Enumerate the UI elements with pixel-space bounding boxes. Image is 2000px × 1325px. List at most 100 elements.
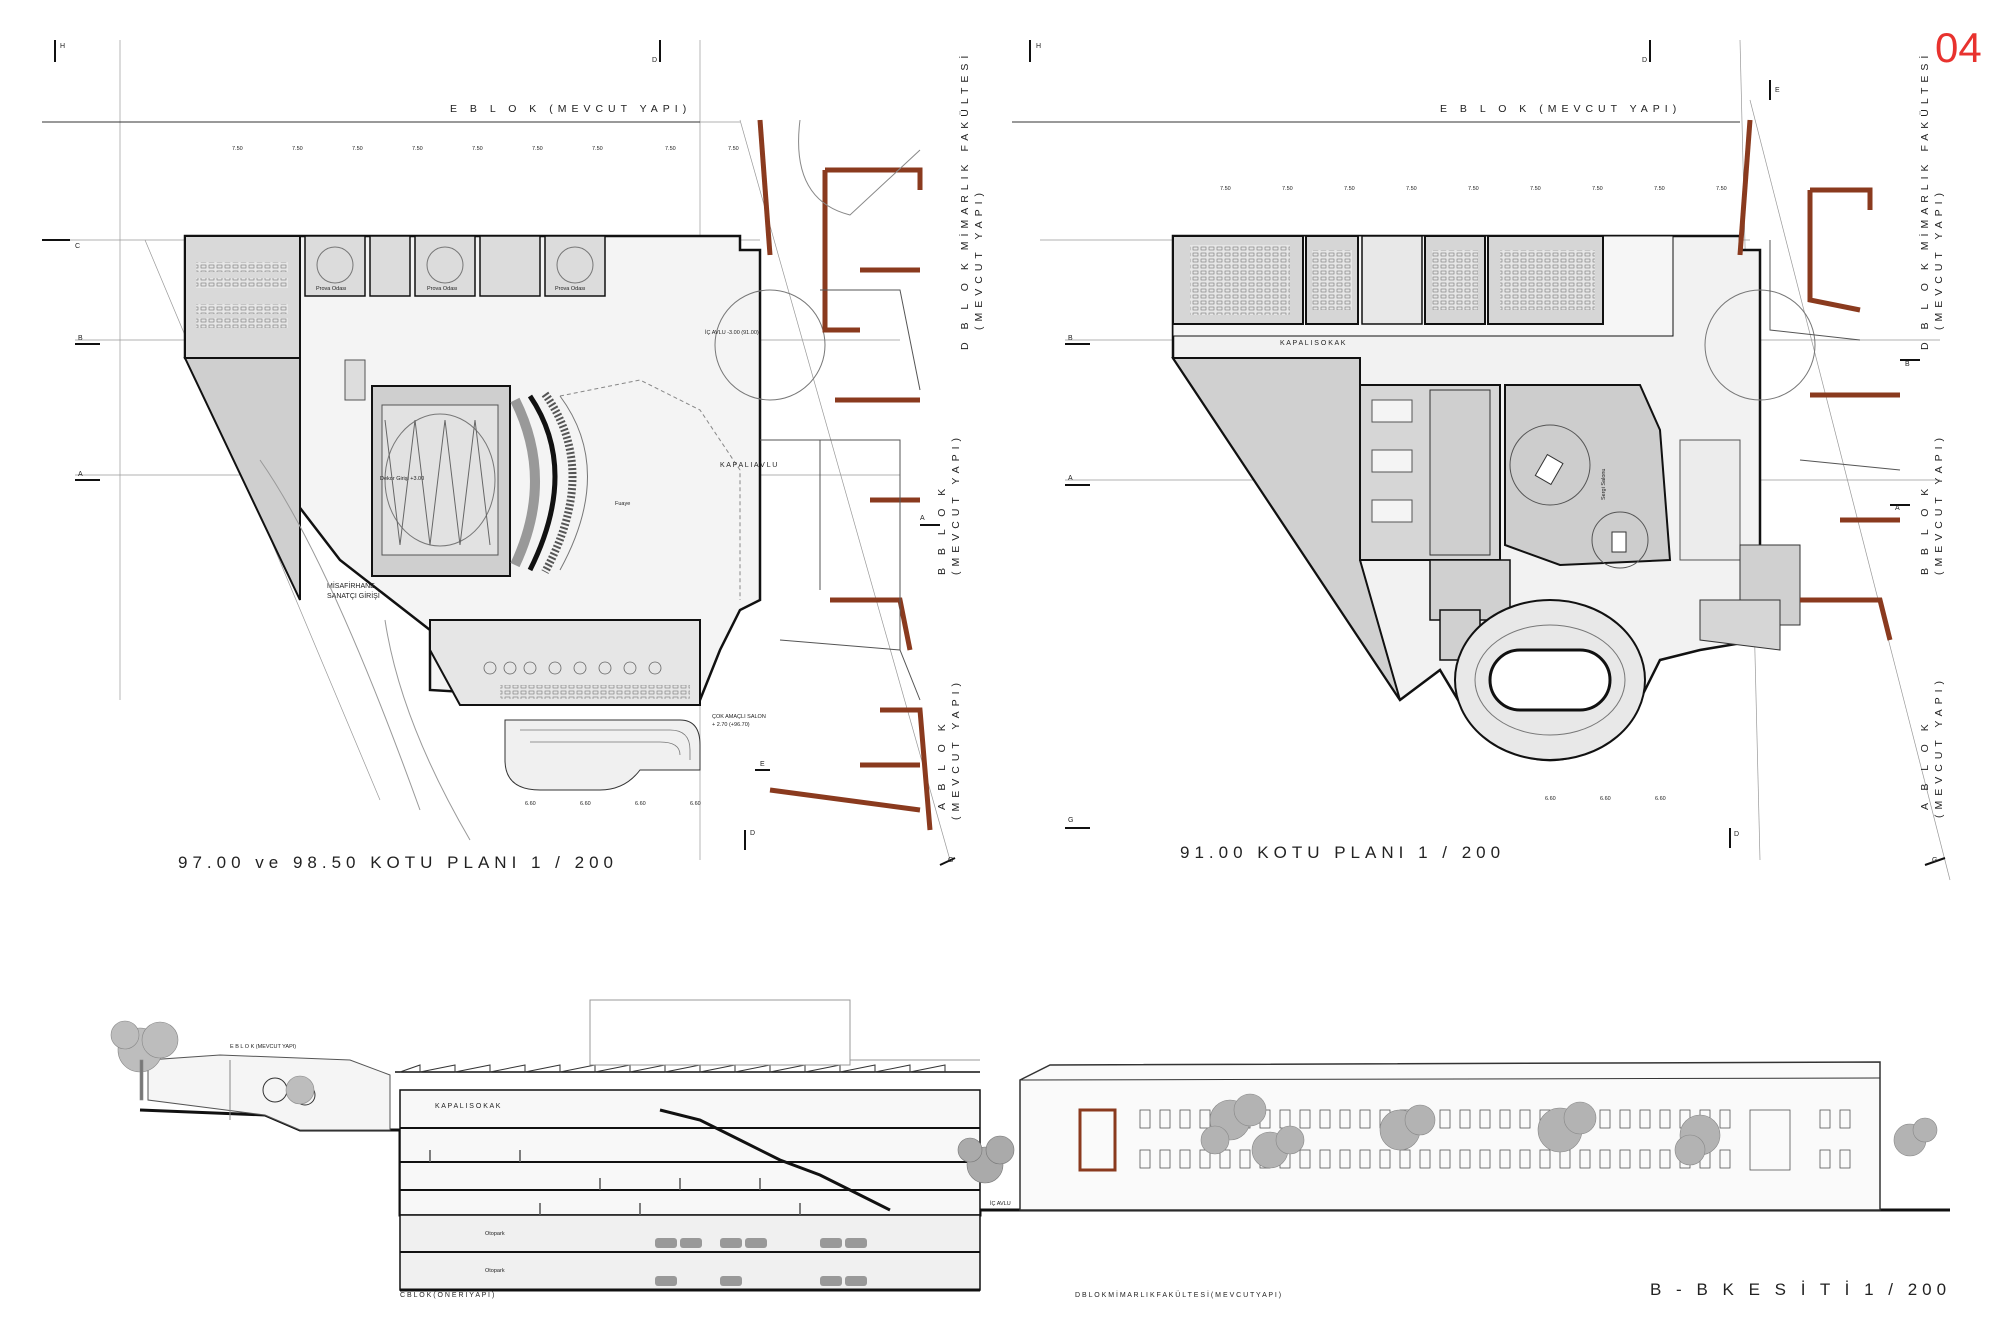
ic-avlu-label: İÇ AVLU -3.00 (91.00) <box>705 329 759 336</box>
svg-text:7.50: 7.50 <box>232 146 243 152</box>
svg-text:6.60: 6.60 <box>690 801 701 807</box>
c-block-section <box>399 1089 981 1216</box>
svg-text:Prova Odası: Prova Odası <box>555 286 586 292</box>
d-block-facade <box>1019 1061 1881 1211</box>
svg-text:D: D <box>1734 831 1739 838</box>
section-title: B - B K E S İ T İ 1 / 200 <box>1650 1280 1951 1299</box>
e-block-label-right: E B L O K (MEVCUT YAPI) <box>1440 103 1681 115</box>
svg-text:6.60: 6.60 <box>1600 796 1611 802</box>
svg-text:A: A <box>78 471 83 478</box>
grid-markers-right: H D B A G B A D E G <box>1029 40 1946 866</box>
section-e-block-label: E B L O K (MEVCUT YAPI) <box>230 1044 296 1050</box>
a-block-label-left-1: A B L O K <box>936 719 948 810</box>
fuaye-label: Fuaye <box>615 501 630 507</box>
svg-text:7.50: 7.50 <box>728 146 739 152</box>
e-block-label-left: E B L O K (MEVCUT YAPI) <box>450 103 691 115</box>
svg-text:B: B <box>1068 335 1073 342</box>
trees-left-section <box>110 1020 315 1105</box>
svg-text:E: E <box>760 761 765 768</box>
cok-amacli-kot: + 2.70 (+96.70) <box>712 722 750 728</box>
figures-section <box>429 1150 801 1215</box>
cafe-block-left <box>429 619 701 706</box>
svg-text:6.60: 6.60 <box>580 801 591 807</box>
d-block-label-right-1: D B L O K MİMARLIK FAKÜLTESİ <box>1918 51 1931 350</box>
sergi-salonu-label: Sergi Salonu <box>1601 469 1607 501</box>
svg-text:G: G <box>1068 817 1073 824</box>
svg-text:A: A <box>920 515 925 522</box>
svg-text:7.50: 7.50 <box>592 146 603 152</box>
grid-markers-left: H D C B A A D G E <box>42 40 956 866</box>
section-bb: E B L O K (MEVCUT YAPI) Otopark Otopark … <box>110 999 1951 1299</box>
prova-rooms-left: Prova Odası Prova Odası Prova Odası <box>304 235 606 297</box>
kapali-avlu-label: K A P A L I A V L U <box>720 462 777 469</box>
d-block-caption: D B L O K M İ M A R L I K F A K Ü L T E … <box>1075 1290 1281 1299</box>
auditorium-curve <box>527 394 558 572</box>
triangle-block-left <box>183 357 301 601</box>
b-block-label-right-1: B B L O K <box>1919 484 1931 575</box>
otopark-label-2: Otopark <box>485 1268 505 1274</box>
svg-text:7.50: 7.50 <box>352 146 363 152</box>
plan-right: H D B A G B A D E G E B L O K (MEVCUT YA… <box>1012 39 1951 881</box>
svg-text:C: C <box>75 243 80 250</box>
svg-text:7.50: 7.50 <box>1530 186 1541 192</box>
trees-facade <box>1200 1093 1938 1169</box>
svg-text:A: A <box>1895 505 1900 512</box>
d-block-label-right-2: (MEVCUT YAPI) <box>1933 188 1945 330</box>
svg-text:Prova Odası: Prova Odası <box>427 286 458 292</box>
svg-text:G: G <box>1932 857 1937 864</box>
dimension-row-right: 7.50 7.50 7.50 7.50 7.50 7.50 7.50 7.50 … <box>1220 186 1727 802</box>
classrooms-right <box>1172 235 1604 325</box>
a-block-label-right-2: (MEVCUT YAPI) <box>1933 676 1945 818</box>
plan-right-title: 91.00 KOTU PLANI 1 / 200 <box>1180 843 1505 862</box>
svg-text:7.50: 7.50 <box>1344 186 1355 192</box>
svg-text:7.50: 7.50 <box>472 146 483 152</box>
a-block-label-left-2: (MEVCUT YAPI) <box>950 678 962 820</box>
svg-text:7.50: 7.50 <box>1716 186 1727 192</box>
b-block-label-right-2: (MEVCUT YAPI) <box>1933 433 1945 575</box>
large-studio-left <box>184 235 301 359</box>
svg-text:7.50: 7.50 <box>665 146 676 152</box>
svg-text:7.50: 7.50 <box>292 146 303 152</box>
d-block-label-left-2: (MEVCUT YAPI) <box>973 188 985 330</box>
svg-text:7.50: 7.50 <box>1406 186 1417 192</box>
svg-text:7.50: 7.50 <box>1592 186 1603 192</box>
existing-brick-walls-right <box>1737 119 1900 641</box>
dimension-row-left: 7.50 7.50 7.50 7.50 7.50 7.50 7.50 7.50 … <box>232 146 739 807</box>
svg-text:H: H <box>1036 43 1041 50</box>
svg-text:E: E <box>1775 87 1780 94</box>
plan-left-title: 97.00 ve 98.50 KOTU PLANI 1 / 200 <box>178 853 618 872</box>
svg-text:D: D <box>1642 57 1647 64</box>
plan-left: H D C B A A D G E E B L O K (MEVCUT YAPI… <box>42 40 985 872</box>
svg-text:6.60: 6.60 <box>1655 796 1666 802</box>
svg-text:6.60: 6.60 <box>525 801 536 807</box>
svg-text:6.60: 6.60 <box>1545 796 1556 802</box>
section-kapali-sokak: K A P A L I S O K A K <box>435 1103 501 1110</box>
svg-text:7.50: 7.50 <box>1220 186 1231 192</box>
c-block-caption: C B L O K ( Ö N E R İ Y A P I ) <box>400 1290 494 1299</box>
b-block-label-left-1: B B L O K <box>936 484 948 575</box>
sanatci-girisi-label: SANATÇI GİRİŞİ <box>327 591 380 600</box>
svg-text:D: D <box>652 57 657 64</box>
otopark-label-1: Otopark <box>485 1231 505 1237</box>
svg-text:7.50: 7.50 <box>1468 186 1479 192</box>
svg-text:G: G <box>948 857 953 864</box>
sergi-hall <box>1504 384 1672 567</box>
kapali-sokak-label-right: K A P A L I S O K A K <box>1280 340 1346 347</box>
svg-text:D: D <box>750 830 755 837</box>
svg-text:7.50: 7.50 <box>1282 186 1293 192</box>
section-ic-avlu: İÇ AVLU <box>990 1200 1011 1207</box>
cok-amacli-label: ÇOK AMAÇLI SALON <box>712 714 766 720</box>
svg-text:7.50: 7.50 <box>532 146 543 152</box>
svg-text:H: H <box>60 43 65 50</box>
courtyard-tree-section <box>957 1135 1015 1184</box>
svg-text:6.60: 6.60 <box>635 801 646 807</box>
svg-text:B: B <box>78 335 83 342</box>
d-block-label-left-1: D B L O K MİMARLIK FAKÜLTESİ <box>958 51 971 350</box>
misafirhane-label: MİSAFİRHANE <box>327 581 375 590</box>
a-block-label-right-1: A B L O K <box>1919 719 1931 810</box>
b-block-label-left-2: (MEVCUT YAPI) <box>950 433 962 575</box>
page-number: 04 <box>1935 24 1982 71</box>
dekor-girisi-label: Dekor Girişi +3.00 <box>380 476 424 482</box>
svg-text:A: A <box>1068 475 1073 482</box>
cars-section <box>655 1238 867 1286</box>
